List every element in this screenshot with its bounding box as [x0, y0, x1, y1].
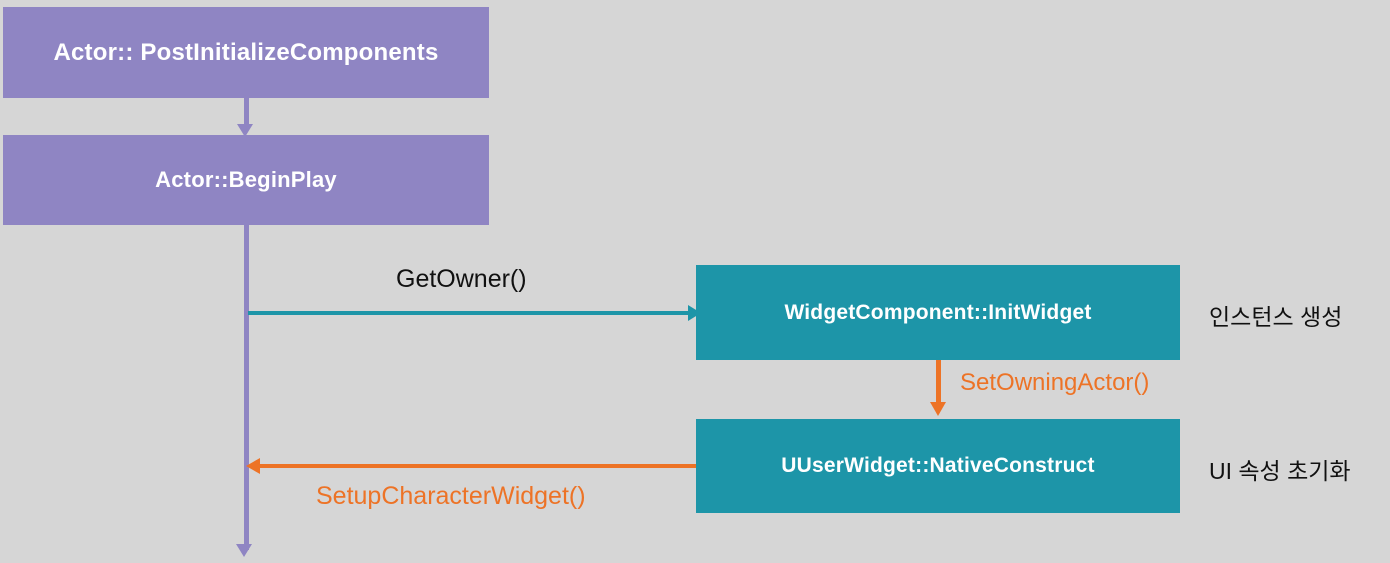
arrowhead-left-icon: [246, 458, 260, 474]
arrowhead-down-icon: [237, 124, 253, 137]
edge-label-setowningactor: SetOwningActor(): [960, 369, 1150, 396]
node-uuserwidget-nativeconstruct[interactable]: UUserWidget::NativeConstruct: [696, 419, 1180, 513]
edge-label-setupcharacterwidget: SetupCharacterWidget(): [316, 482, 586, 510]
lifeline-segment-top: [244, 98, 249, 126]
edge-setupcharacterwidget-line: [260, 464, 698, 468]
edge-label-getowner: GetOwner(): [396, 265, 527, 293]
lifeline-segment-main: [244, 225, 249, 550]
annotation-instance-creation: 인스턴스 생성: [1209, 304, 1343, 330]
edge-setowningactor-line: [936, 360, 941, 404]
arrowhead-down-icon: [930, 402, 946, 416]
annotation-ui-initialization: UI 속성 초기화: [1209, 458, 1351, 484]
edge-getowner-line: [248, 311, 690, 315]
node-post-initialize-components[interactable]: Actor:: PostInitializeComponents: [3, 7, 489, 98]
node-widgetcomponent-initwidget[interactable]: WidgetComponent::InitWidget: [696, 265, 1180, 360]
node-begin-play[interactable]: Actor::BeginPlay: [3, 135, 489, 225]
arrowhead-down-icon: [236, 544, 252, 557]
